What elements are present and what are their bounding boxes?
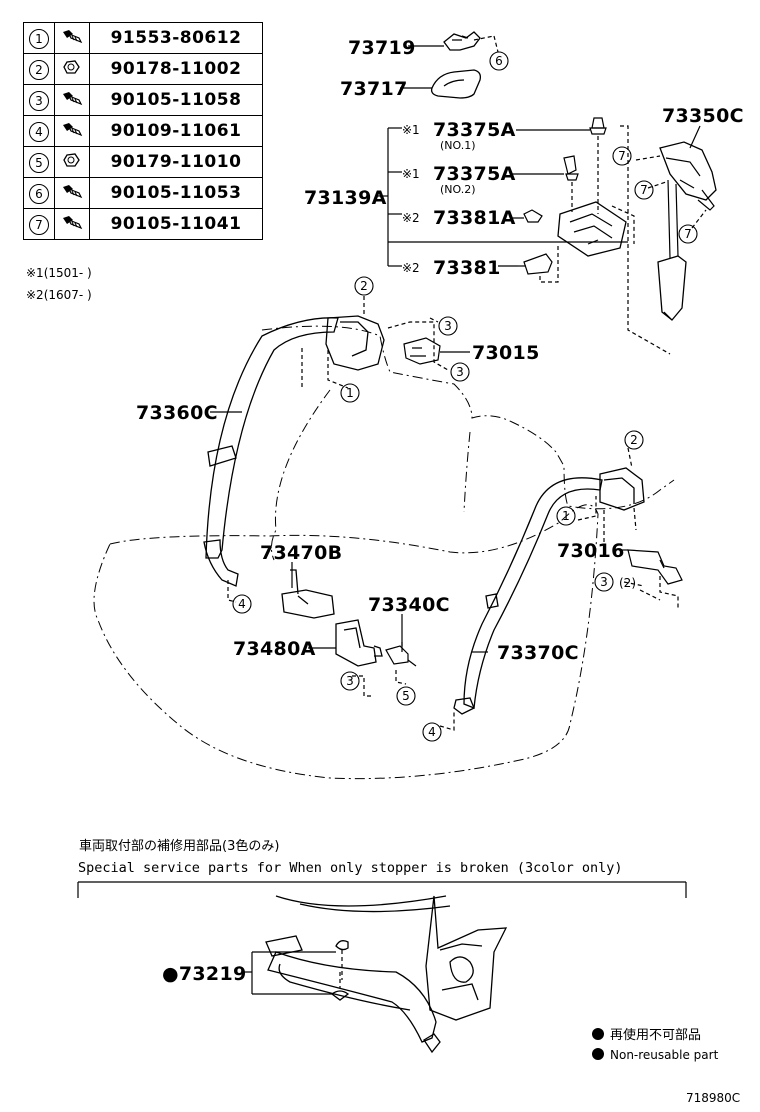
part-73719	[443, 31, 481, 51]
ref-circle-7a: 7	[618, 149, 626, 163]
note-2: ※2(1607- )	[26, 288, 92, 302]
part-number: 90179-11010	[89, 146, 263, 178]
fastener-table: 1 91553-80612 2 90178-11002 3 90105-11058 4 901…	[23, 22, 263, 240]
label-73381: 73381	[433, 257, 501, 279]
ref-number: 1	[29, 28, 49, 49]
label-qty-2: (2)	[619, 576, 636, 590]
part-seat-belt-bracket	[557, 201, 627, 257]
bolt-icon	[61, 91, 83, 110]
part-73340c-anchor	[385, 642, 417, 667]
ref-circle-4a: 4	[238, 597, 246, 611]
ref-circle-3c: 3	[600, 575, 608, 589]
bolt-icon	[61, 215, 83, 234]
special-title-en: Special service parts for When only stop…	[78, 860, 623, 876]
bolt-icon	[61, 29, 83, 48]
part-73717	[430, 69, 482, 99]
label-73139a: 73139A	[304, 187, 387, 209]
ref-circle-6: 6	[495, 54, 503, 68]
nut-icon	[63, 153, 81, 172]
part-number: 90105-11041	[89, 208, 263, 240]
fastener-row: 3 90105-11058	[23, 84, 263, 116]
ref-number: 2	[29, 59, 49, 80]
label-73375a-no1: 73375A	[433, 119, 516, 141]
part-73370c-belt	[453, 467, 645, 715]
part-73350c-retractor	[657, 141, 717, 321]
part-number: 90105-11058	[89, 84, 263, 116]
label-73340c: 73340C	[368, 594, 450, 616]
label-73016: 73016	[557, 540, 625, 562]
mark-note1-a: ※1	[402, 123, 420, 137]
ref-circle-1a: 1	[346, 386, 354, 400]
ref-circle-2b: 2	[630, 433, 638, 447]
ref-circle-2a: 2	[360, 279, 368, 293]
part-number: 91553-80612	[89, 22, 263, 54]
ref-circle-5: 5	[402, 689, 410, 703]
part-73381	[518, 253, 553, 275]
ref-circle-4b: 4	[428, 725, 436, 739]
mark-note2-a: ※2	[402, 211, 420, 225]
part-73016-bracket	[627, 549, 683, 585]
legend-bullet-icon	[592, 1028, 604, 1040]
fastener-row: 2 90178-11002	[23, 53, 263, 85]
label-73375a-no2: 73375A	[433, 163, 516, 185]
ref-number: 5	[29, 152, 49, 173]
part-73470b-buckle	[281, 569, 335, 619]
fastener-row: 7 90105-11041	[23, 208, 263, 240]
part-73381a	[523, 209, 543, 223]
note-1: ※1(1501- )	[26, 266, 92, 280]
diagram-id: 718980C	[686, 1091, 740, 1105]
legend-en: Non-reusable part	[610, 1048, 719, 1062]
part-73375a-no2	[563, 155, 579, 181]
mark-note2-b: ※2	[402, 261, 420, 275]
part-73375a-no1	[589, 117, 607, 135]
part-73015-bracket	[403, 337, 441, 365]
fastener-row: 5 90179-11010	[23, 146, 263, 178]
nut-icon	[63, 60, 81, 79]
label-73015: 73015	[472, 342, 540, 364]
part-73219-stopper-assembly	[265, 895, 508, 1054]
label-73717: 73717	[340, 78, 408, 100]
label-73360c: 73360C	[136, 402, 218, 424]
seat-outline	[93, 325, 675, 780]
ref-number: 3	[29, 90, 49, 111]
ref-circle-7c: 7	[684, 227, 692, 241]
ref-circle-3a: 3	[444, 319, 452, 333]
bolt-icon	[61, 122, 83, 141]
fastener-row: 1 91553-80612	[23, 22, 263, 54]
part-73480a-buckle	[335, 619, 383, 667]
label-73375a-no1-sub: (NO.1)	[440, 139, 476, 152]
special-title-jp: 車両取付部の補修用部品(3色のみ)	[79, 838, 279, 854]
label-73219: ●73219	[162, 963, 246, 985]
ref-number: 4	[29, 121, 49, 142]
label-73381a: 73381A	[433, 207, 516, 229]
label-73470b: 73470B	[260, 542, 342, 564]
legend-bullet-icon	[592, 1048, 604, 1060]
part-number: 90178-11002	[89, 53, 263, 85]
label-73719: 73719	[348, 37, 416, 59]
bolt-icon	[61, 184, 83, 203]
label-73350c: 73350C	[662, 105, 744, 127]
ref-number: 6	[29, 183, 49, 204]
mark-note1-b: ※1	[402, 167, 420, 181]
label-73375a-no2-sub: (NO.2)	[440, 183, 476, 196]
ref-circle-3d: 3	[346, 674, 354, 688]
ref-circle-3b: 3	[456, 365, 464, 379]
ref-circle-7b: 7	[640, 183, 648, 197]
ref-number: 7	[29, 214, 49, 235]
legend-jp: 再使用不可部品	[610, 1027, 701, 1043]
label-73370c: 73370C	[497, 642, 579, 664]
ref-circle-1b: 1	[562, 509, 570, 523]
part-73360c-belt	[203, 315, 385, 587]
label-73480a: 73480A	[233, 638, 316, 660]
